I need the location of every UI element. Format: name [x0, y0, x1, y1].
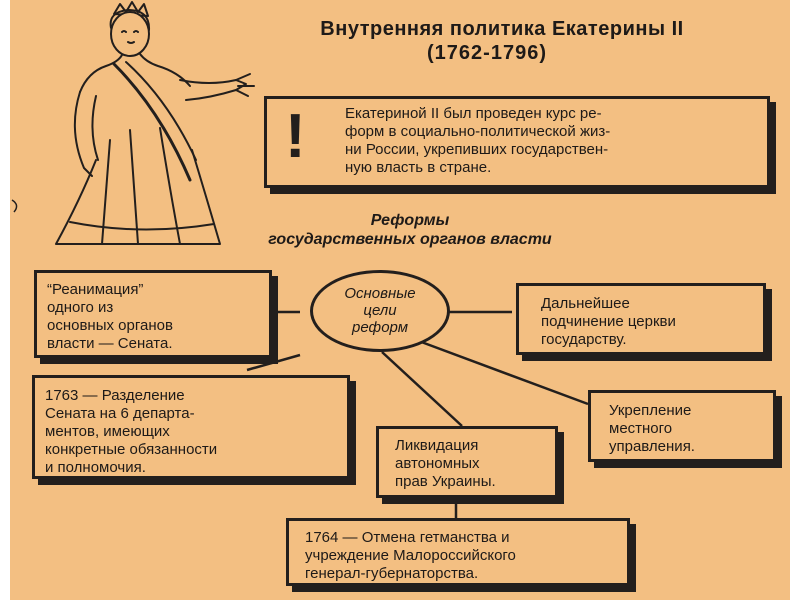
goal-church-box: Дальнейшее подчинение церкви государству…: [516, 283, 766, 355]
page-title: Внутренняя политика Екатерины II: [320, 18, 684, 40]
intro-callout: ! Екатериной II был проведен курс ре- фо…: [264, 96, 770, 188]
subheading-reforms: Реформы: [370, 212, 450, 229]
detail-hetman-1764-box: 1764 — Отмена гетманства и учреждение Ма…: [286, 518, 630, 586]
detail-hetman-1764-text: 1764 — Отмена гетманства и учреждение Ма…: [305, 529, 516, 582]
goal-local-text: Укрепление местного управления.: [609, 402, 695, 455]
connector-lines: [246, 310, 589, 518]
diagram-panel: Внутренняя политика Екатерины II (1762-1…: [10, 0, 790, 600]
intro-text: Екатериной II был проведен курс ре- форм…: [345, 105, 611, 176]
detail-senate-1763-text: 1763 — Разделение Сената на 6 департа- м…: [45, 387, 218, 476]
goal-senate-box: “Реанимация” одного из основных органов …: [34, 270, 272, 358]
catherine-portrait-icon: [11, 1, 255, 245]
page-subtitle-years: (1762-1796): [427, 42, 547, 64]
goal-local-box: Укрепление местного управления.: [588, 390, 776, 462]
goal-ukraine-text: Ликвидация автономных прав Украины.: [395, 437, 496, 490]
goal-senate-text: “Реанимация” одного из основных органов …: [47, 281, 173, 352]
detail-senate-1763-box: 1763 — Разделение Сената на 6 департа- м…: [32, 375, 350, 479]
exclamation-icon: !: [285, 102, 306, 171]
center-goals-node: Основные цели реформ: [310, 270, 450, 352]
subheading-organs: государственных органов власти: [268, 231, 552, 248]
goal-church-text: Дальнейшее подчинение церкви государству…: [541, 295, 676, 348]
center-goals-label: Основные цели реформ: [344, 285, 416, 336]
goal-ukraine-box: Ликвидация автономных прав Украины.: [376, 426, 558, 498]
